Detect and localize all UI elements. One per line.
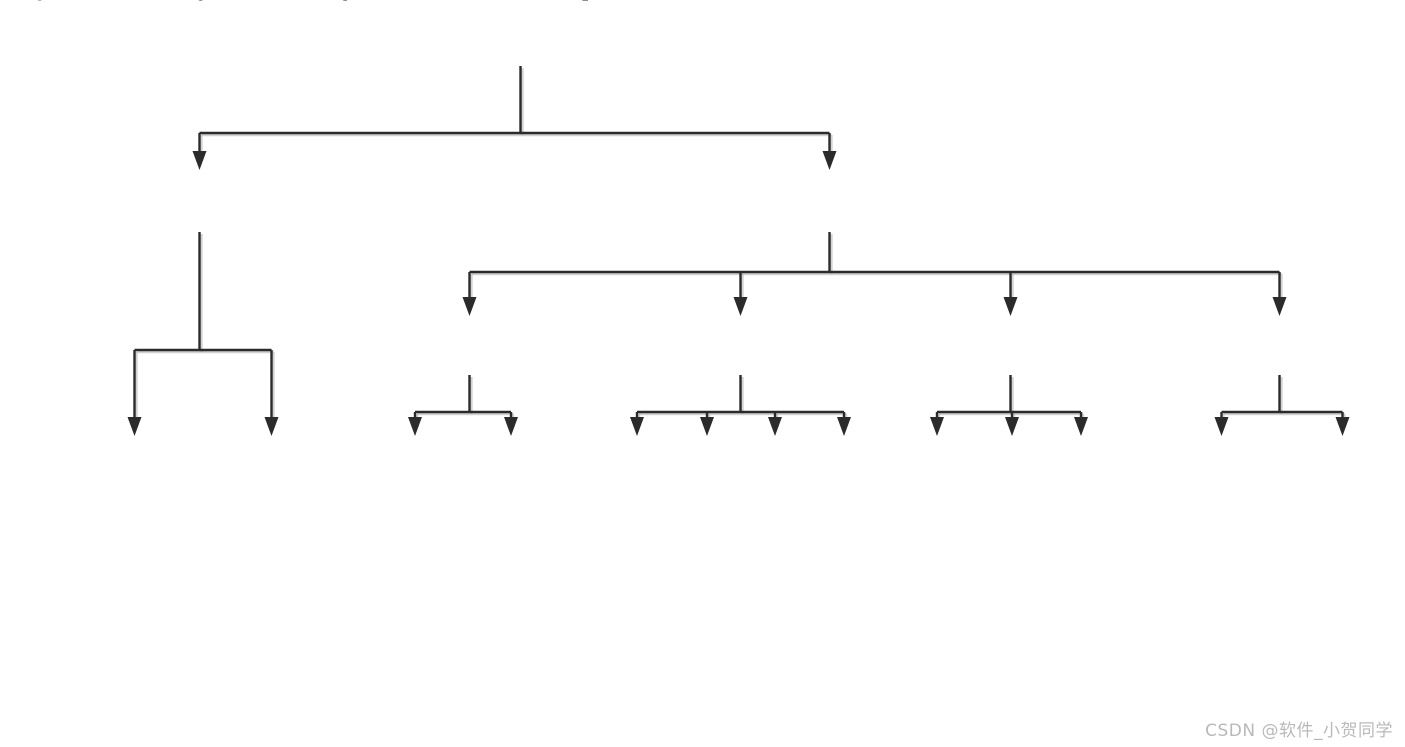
current_borrow-arrow-1 xyxy=(1005,417,1019,436)
图书借阅-label: horizontal xyxy=(339,0,352,5)
注销登录: vertical xyxy=(579,0,591,5)
watermark-text: CSDN @软件_小贺同学 xyxy=(1205,721,1393,741)
新书推荐: horizontal xyxy=(339,0,352,5)
新增借阅记录: vertical xyxy=(579,0,591,5)
新增图书（管理员）: vertical xyxy=(579,0,591,5)
book-manage-arrow-1 xyxy=(733,297,748,316)
borrow_record-arrow-1 xyxy=(1335,417,1350,436)
borrow_record-arrow-0 xyxy=(1214,417,1229,436)
root-arrow-1 xyxy=(822,151,837,170)
current_borrow-arrow-2 xyxy=(1074,417,1088,436)
用户登录-label: horizontal xyxy=(195,0,208,5)
查询图书-label: vertical xyxy=(579,0,591,5)
new_book_rec-arrow-1 xyxy=(504,417,518,436)
注销登录-label: vertical xyxy=(579,0,591,5)
book-manage-arrow-0 xyxy=(462,297,477,316)
当前借阅-label: horizontal xyxy=(339,0,352,5)
图书管理系统-label: horizontal xyxy=(34,0,47,5)
查询借阅记录: vertical xyxy=(579,0,591,5)
新增图书（管理员）-label: vertical xyxy=(579,0,591,5)
图书管理-label: horizontal xyxy=(195,0,208,5)
book_borrow-arrow-2 xyxy=(768,417,782,436)
查询图书: vertical xyxy=(579,0,591,5)
nodes-layer: horizontalhorizontalhorizontalhorizontal… xyxy=(34,0,592,5)
用户登录-label: vertical xyxy=(579,0,591,5)
借阅记录: horizontal xyxy=(339,0,352,5)
root-arrow-0 xyxy=(192,151,207,170)
edges-layer xyxy=(127,66,1350,436)
编辑图书（管理员）: vertical xyxy=(579,0,591,5)
图书管理: horizontal xyxy=(195,0,208,5)
user-login-arrow-0 xyxy=(127,417,142,436)
查询图书: vertical xyxy=(579,0,591,5)
user-login-arrow-1 xyxy=(264,417,279,436)
book_borrow-arrow-1 xyxy=(700,417,714,436)
借阅图书: vertical xyxy=(579,0,591,5)
归还图书: vertical xyxy=(579,0,591,5)
确认归还（管理员）: vertical xyxy=(579,0,591,5)
book-manage-arrow-2 xyxy=(1003,297,1018,316)
图书管理系统: horizontal xyxy=(34,0,47,5)
新增借阅记录-label: vertical xyxy=(579,0,591,5)
book-manage-arrow-3 xyxy=(1272,297,1287,316)
用户登录: horizontal xyxy=(195,0,208,5)
new_book_rec-arrow-0 xyxy=(408,417,422,436)
book_borrow-arrow-3 xyxy=(837,417,851,436)
用户登录: vertical xyxy=(579,0,591,5)
借阅图书-label: vertical xyxy=(579,0,591,5)
确认归还（管理员）-label: vertical xyxy=(579,0,591,5)
current_borrow-arrow-0 xyxy=(930,417,944,436)
查询图书-label: vertical xyxy=(579,0,591,5)
借阅图书-label: vertical xyxy=(579,0,591,5)
book_borrow-arrow-0 xyxy=(630,417,644,436)
查询图书-label: vertical xyxy=(579,0,591,5)
归还图书-label: vertical xyxy=(579,0,591,5)
当前借阅: horizontal xyxy=(339,0,352,5)
编辑图书（管理员）-label: vertical xyxy=(579,0,591,5)
查询借阅记录-label: vertical xyxy=(579,0,591,5)
借阅记录-label: horizontal xyxy=(339,0,352,5)
新书推荐-label: horizontal xyxy=(339,0,352,5)
图书借阅: horizontal xyxy=(339,0,352,5)
借阅图书: vertical xyxy=(579,0,591,5)
查询图书: vertical xyxy=(579,0,591,5)
